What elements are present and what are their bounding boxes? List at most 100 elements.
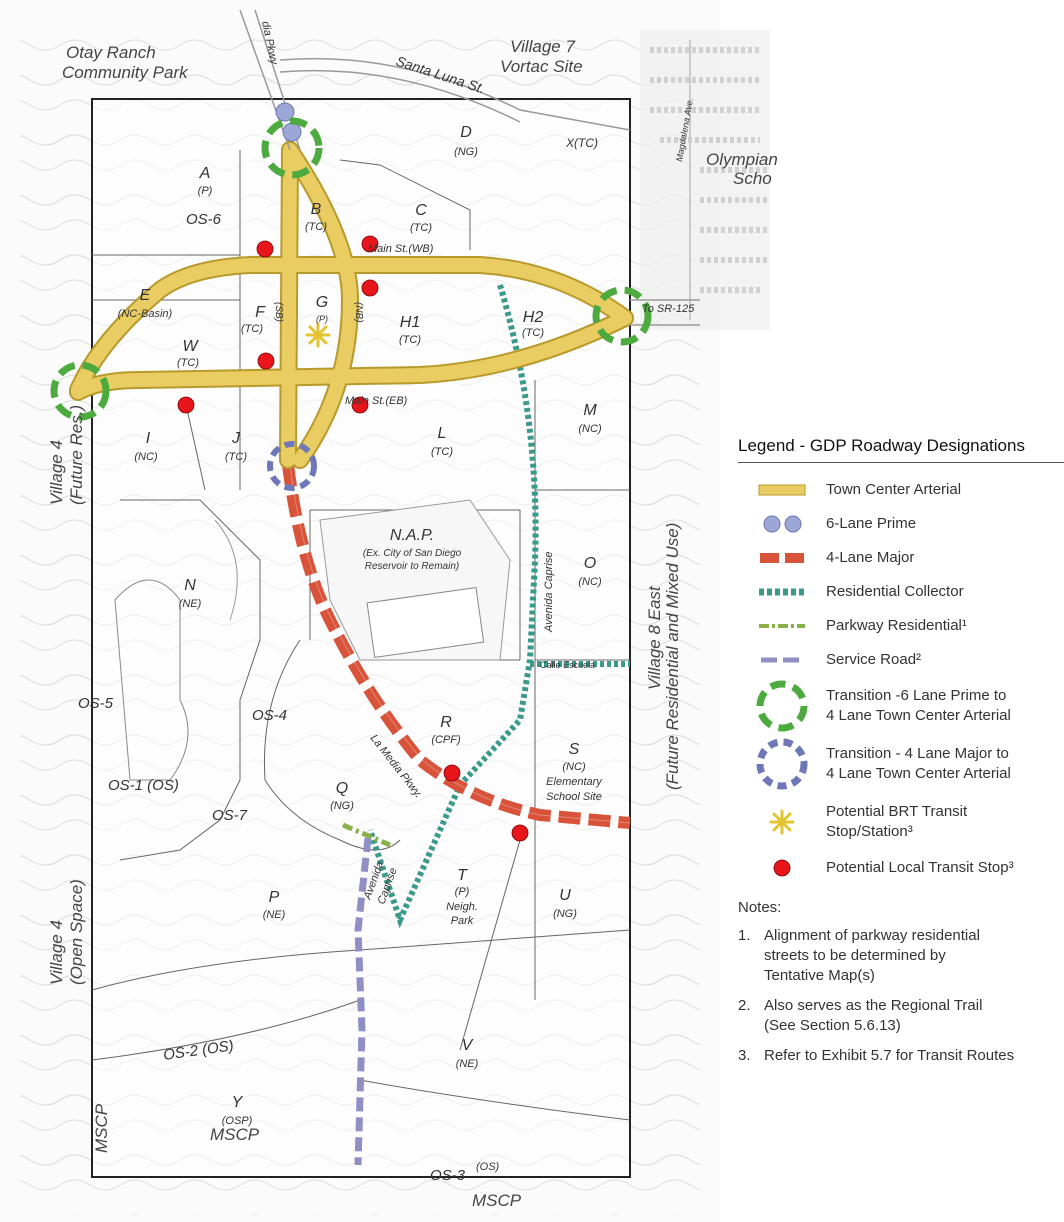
legend-label: 6-Lane Prime xyxy=(826,515,917,532)
transit-stop-dot xyxy=(511,824,529,842)
place-label-village8-2: (Future Residential and Mixed Use) xyxy=(663,523,682,790)
parcel-des-h2: (TC) xyxy=(522,327,544,339)
parcel-code-q: Q xyxy=(336,780,348,797)
parcel-des-v: (NE) xyxy=(456,1058,479,1070)
os-label-5: OS-5 xyxy=(78,695,114,712)
legend-item-service-road: Service Road² xyxy=(738,643,1064,677)
yellow-asterisk-icon xyxy=(769,809,795,835)
parcel-des-m: (NC) xyxy=(578,423,602,435)
parcel-des-l: (TC) xyxy=(431,446,453,458)
legend-label: Town Center Arterial xyxy=(826,481,962,498)
parcel-code-c: C xyxy=(415,202,427,219)
note-number: 1. xyxy=(738,927,751,944)
parcel-des-c: (TC) xyxy=(410,222,432,234)
parcel-code-h1: H1 xyxy=(400,314,420,331)
parcel-des-w: (TC) xyxy=(177,357,199,369)
street-label-sb: (SB) xyxy=(273,302,284,322)
parcel-code-l: L xyxy=(438,425,447,442)
os-label-3: OS-3 xyxy=(430,1167,466,1184)
note-line: (See Section 5.6.13) xyxy=(764,1017,901,1034)
parcel-des-r: (CPF) xyxy=(431,734,461,746)
legend-label: Service Road² xyxy=(826,651,922,668)
blue-dashed-ring-icon xyxy=(756,738,808,790)
note-number: 2. xyxy=(738,997,751,1014)
street-label-calle-escuela: Calle Escuela xyxy=(540,660,595,670)
parcel-des-d: (NG) xyxy=(454,146,478,158)
town-center-arterial xyxy=(69,141,634,469)
transit-stop-dot xyxy=(351,396,369,414)
legend-label: Residential Collector xyxy=(826,583,964,600)
note-line: Also serves as the Regional Trail xyxy=(764,997,983,1014)
legend-label: Potential Local Transit Stop³ xyxy=(826,859,1014,876)
blue-dots-icon xyxy=(763,515,802,533)
parcel-des-e: (NC-Basin) xyxy=(118,308,173,320)
red-dot-icon xyxy=(773,859,791,877)
legend-label-line2: 4 Lane Town Center Arterial xyxy=(826,707,1011,724)
place-label-community-park-2: Community Park xyxy=(62,63,189,82)
note-1: 1. Alignment of parkway residential stre… xyxy=(738,926,1064,986)
parcel-extra-t-2: Park xyxy=(451,915,474,927)
note-line: Tentative Map(s) xyxy=(764,967,875,984)
residential-collector xyxy=(367,284,630,929)
place-label-village4-future-2: (Future Res.) xyxy=(67,405,86,505)
os-label-6: OS-6 xyxy=(186,211,222,228)
os-label-3-suffix: (OS) xyxy=(476,1161,500,1173)
street-label-sr125: To SR-125 xyxy=(642,303,695,315)
parcel-des-t: (P) xyxy=(455,886,470,898)
place-label-community-park: Otay Ranch xyxy=(66,43,156,62)
street-label-main-eb: Main St.(EB) xyxy=(345,395,408,407)
parcel-code-x: X(TC) xyxy=(565,136,598,150)
parcel-des-u: (NG) xyxy=(553,908,577,920)
legend-item-six-lane-prime: 6-Lane Prime xyxy=(738,507,1064,541)
parcel-des-g: (P) xyxy=(316,314,328,324)
legend-label: 4-Lane Major xyxy=(826,549,915,566)
teal-dotted-icon xyxy=(759,588,805,596)
parcel-code-w: W xyxy=(182,338,199,355)
parcel-code-t: T xyxy=(457,867,468,884)
parcel-des-y: (OSP) xyxy=(222,1115,253,1127)
parcel-code-s: S xyxy=(569,741,580,758)
note-2: 2. Also serves as the Regional Trail (Se… xyxy=(738,996,1064,1036)
yellow-band-icon xyxy=(758,484,806,496)
note-line: Refer to Exhibit 5.7 for Transit Routes xyxy=(764,1047,1015,1064)
legend-item-parkway-residential: Parkway Residential¹ xyxy=(738,609,1064,643)
parcel-des-n: (NE) xyxy=(179,598,202,610)
nap-title: N.A.P. xyxy=(390,527,434,544)
parcel-des-q: (NG) xyxy=(330,800,354,812)
parcel-code-r: R xyxy=(440,714,452,731)
parkway-residential xyxy=(342,822,391,848)
legend-label-line2: Stop/Station³ xyxy=(826,823,913,840)
place-label-olympian-2: Scho xyxy=(733,169,772,188)
parcel-code-e: E xyxy=(140,287,151,304)
parcel-extra-s-2: School Site xyxy=(546,791,602,803)
parcel-code-b: B xyxy=(311,201,322,218)
note-3: 3. Refer to Exhibit 5.7 for Transit Rout… xyxy=(738,1046,1064,1066)
place-label-mscp-right: MSCP xyxy=(472,1191,522,1210)
place-label-olympian: Olympian xyxy=(706,150,778,169)
parcel-des-i: (NC) xyxy=(134,451,158,463)
transit-stop-dot xyxy=(257,352,275,370)
legend-item-transition-prime: Transition -6 Lane Prime to 4 Lane Town … xyxy=(738,677,1064,735)
transit-stop-dot xyxy=(361,235,379,253)
legend-item-transition-major: Transition - 4 Lane Major to 4 Lane Town… xyxy=(738,735,1064,793)
legend-label-line1: Potential BRT Transit xyxy=(826,803,968,820)
service-road xyxy=(354,837,372,1166)
parcel-des-s: (NC) xyxy=(562,761,586,773)
parcel-code-m: M xyxy=(583,402,597,419)
os-label-1: OS-1 (OS) xyxy=(108,777,179,794)
parcel-extra-s-1: Elementary xyxy=(546,776,603,788)
place-label-village7-2: Vortac Site xyxy=(500,57,583,76)
parcel-des-a: (P) xyxy=(198,185,213,197)
parcel-code-h2: H2 xyxy=(523,309,544,326)
green-dashed-ring-icon xyxy=(756,680,808,732)
parcel-des-h1: (TC) xyxy=(399,334,421,346)
transit-stop-dot xyxy=(177,396,195,414)
place-label-mscp-bottom: MSCP xyxy=(210,1125,260,1144)
parcel-des-f: (TC) xyxy=(241,323,263,335)
street-label-main-wb: Main St.(WB) xyxy=(368,243,434,255)
os-label-4: OS-4 xyxy=(252,707,287,724)
note-number: 3. xyxy=(738,1047,751,1064)
legend-panel: Legend - GDP Roadway Designations Town C… xyxy=(738,436,1064,1076)
parcel-code-i: I xyxy=(146,430,151,447)
parcel-des-b: (TC) xyxy=(305,221,327,233)
